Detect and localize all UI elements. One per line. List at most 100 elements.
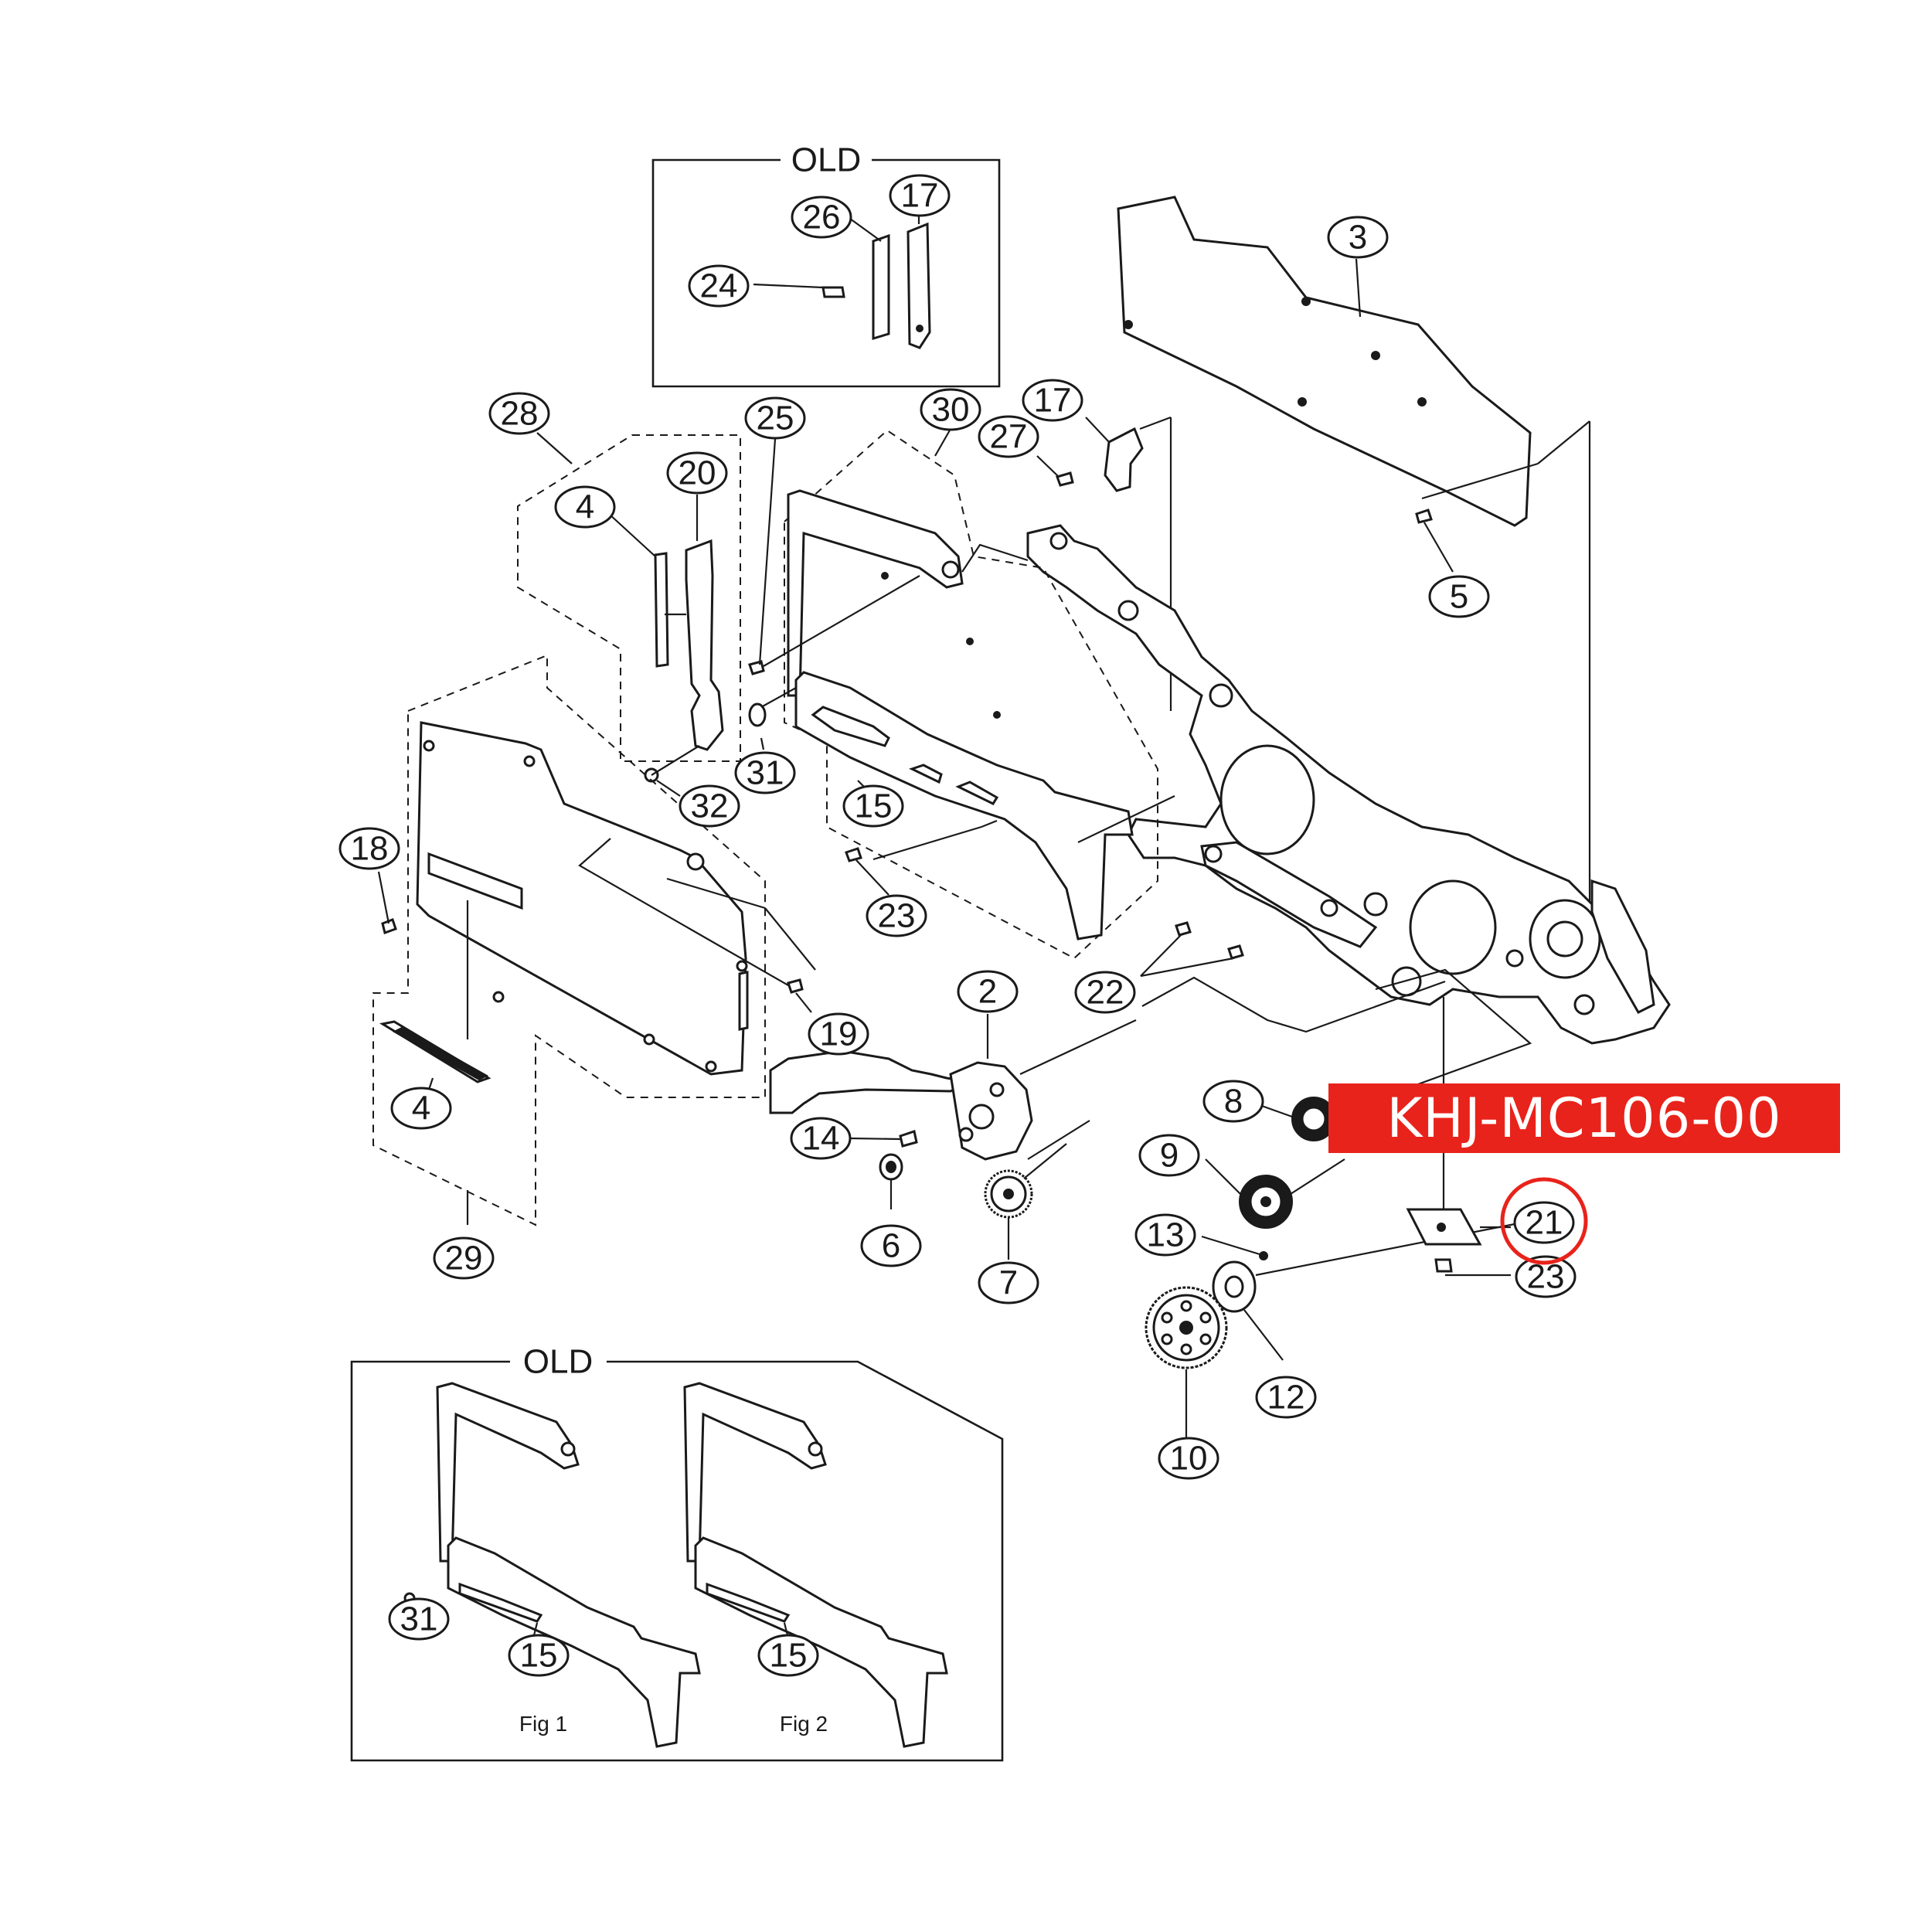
svg-text:22: 22 — [1087, 974, 1124, 1012]
ring-part-31 — [748, 687, 797, 750]
callout-24: 24 — [688, 264, 750, 308]
callout-8: 8 — [1202, 1080, 1264, 1123]
callout-28: 28 — [488, 392, 550, 435]
callout-4-top: 4 — [554, 485, 616, 529]
svg-text:21: 21 — [1526, 1204, 1563, 1242]
svg-text:32: 32 — [691, 787, 729, 825]
callout-31-old: 31 — [388, 1597, 450, 1641]
svg-text:29: 29 — [445, 1240, 483, 1277]
washer-part-12 — [1212, 1219, 1531, 1361]
screw-part-25 — [748, 438, 920, 675]
old-box-title: OLD — [791, 141, 861, 179]
screw-part-5 — [1415, 509, 1454, 573]
svg-text:12: 12 — [1267, 1379, 1305, 1417]
callout-6: 6 — [860, 1224, 922, 1267]
main-feeder-body — [1026, 524, 1671, 1045]
svg-text:25: 25 — [757, 400, 794, 437]
callout-15-fig1: 15 — [508, 1634, 570, 1677]
svg-text:28: 28 — [501, 395, 539, 433]
callout-13: 13 — [1134, 1213, 1196, 1257]
callout-5: 5 — [1428, 575, 1490, 618]
gear-part-9 — [1205, 1158, 1345, 1229]
lever-hole — [916, 325, 923, 332]
callout-2: 2 — [957, 970, 1019, 1013]
svg-text:8: 8 — [1224, 1083, 1243, 1121]
group-part-28 — [517, 432, 741, 762]
cover-plate-part-29 — [416, 721, 816, 1076]
callout-4-bottom: 4 — [390, 1087, 452, 1130]
cover-plate-part-3 — [1117, 196, 1591, 1020]
callout-26: 26 — [791, 196, 852, 239]
svg-text:17: 17 — [901, 177, 939, 215]
callout-9: 9 — [1138, 1134, 1200, 1177]
callout-10: 10 — [1158, 1437, 1219, 1480]
leader-22-body — [1141, 976, 1446, 1033]
callout-12: 12 — [1255, 1376, 1317, 1419]
motor-part-2 — [769, 1014, 1137, 1161]
svg-text:30: 30 — [932, 391, 970, 429]
callout-30: 30 — [920, 388, 981, 431]
svg-text:2: 2 — [978, 973, 997, 1011]
svg-text:18: 18 — [351, 830, 389, 868]
callout-32: 32 — [679, 784, 740, 828]
side-plate-fig1 — [403, 1382, 701, 1748]
bracket-part-21 — [1328, 968, 1532, 1246]
svg-text:3: 3 — [1349, 219, 1367, 257]
gear-part-10 — [1145, 1286, 1228, 1437]
svg-text:5: 5 — [1450, 578, 1468, 616]
callout-17: 17 — [1022, 379, 1083, 422]
svg-text:27: 27 — [990, 418, 1028, 456]
svg-text:9: 9 — [1160, 1137, 1179, 1175]
svg-text:15: 15 — [770, 1637, 808, 1675]
callout-14: 14 — [790, 1117, 852, 1160]
callout-31: 31 — [734, 751, 796, 794]
group-part-29 — [372, 654, 766, 1226]
slider-part-20 — [685, 495, 724, 751]
svg-text:17: 17 — [1034, 382, 1072, 420]
svg-text:15: 15 — [855, 787, 893, 825]
callout-27: 27 — [978, 415, 1039, 458]
screw-part-24 — [821, 286, 845, 298]
screw-part-23-mid — [845, 847, 889, 896]
fig1-caption: Fig 1 — [519, 1712, 567, 1736]
callout-15: 15 — [842, 784, 904, 828]
washer-part-6 — [879, 1153, 903, 1209]
screws-part-22 — [1140, 921, 1244, 978]
gear-part-8 — [1259, 1097, 1336, 1141]
pin-part-13 — [1201, 1235, 1268, 1260]
side-plate-fig2 — [683, 1382, 948, 1748]
svg-text:23: 23 — [878, 897, 916, 935]
svg-text:19: 19 — [820, 1015, 858, 1053]
fig2-caption: Fig 2 — [780, 1712, 828, 1736]
screw-part-27 — [1036, 455, 1074, 487]
svg-text:20: 20 — [679, 454, 716, 492]
screw-part-18 — [377, 871, 397, 934]
plate-part-26 — [872, 233, 890, 341]
screw-part-19 — [787, 978, 812, 1013]
callout-3: 3 — [1327, 216, 1389, 259]
old-parts-box-top: OLD — [651, 141, 1001, 388]
callout-18: 18 — [338, 827, 400, 870]
svg-text:4: 4 — [412, 1090, 430, 1128]
old-parts-box-bottom: OLD — [350, 1343, 1004, 1762]
svg-text:10: 10 — [1170, 1440, 1208, 1478]
callout-22: 22 — [1074, 971, 1136, 1014]
svg-text:6: 6 — [882, 1227, 900, 1265]
svg-text:4: 4 — [576, 488, 594, 526]
callout-23-mid: 23 — [866, 894, 927, 937]
label-part-4-bottom — [379, 1020, 492, 1090]
side-plate-part-15 — [787, 489, 1175, 940]
screw-part-23-right — [1434, 1258, 1511, 1277]
svg-text:13: 13 — [1147, 1216, 1185, 1254]
callout-20: 20 — [666, 451, 728, 495]
svg-text:24: 24 — [700, 267, 738, 305]
highlight-ring-21 — [1500, 1177, 1588, 1265]
svg-text:26: 26 — [803, 199, 841, 236]
svg-text:7: 7 — [999, 1264, 1018, 1302]
callout-7: 7 — [978, 1261, 1039, 1304]
lever-part-17-old — [906, 222, 931, 349]
callout-29: 29 — [433, 1236, 495, 1280]
svg-text:15: 15 — [520, 1637, 558, 1675]
svg-text:31: 31 — [747, 754, 784, 792]
